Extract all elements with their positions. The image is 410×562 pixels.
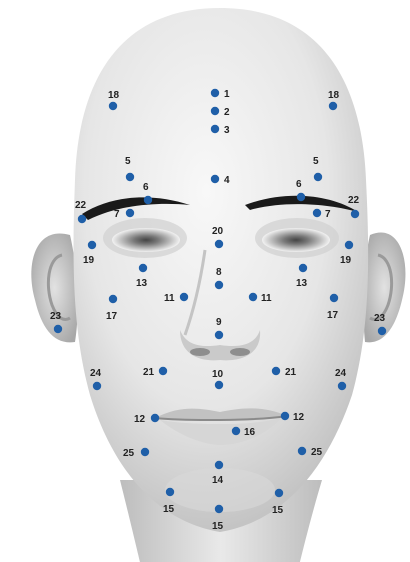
landmark-point-p6r xyxy=(297,193,305,201)
landmark-point-p4 xyxy=(211,175,219,183)
landmark-label-p22r: 22 xyxy=(348,195,360,206)
right-eye xyxy=(262,228,330,252)
landmark-point-p16 xyxy=(232,427,240,435)
landmark-label-p15l: 15 xyxy=(163,504,175,515)
landmark-label-p21r: 21 xyxy=(285,367,297,378)
landmark-label-p17l: 17 xyxy=(106,311,118,322)
landmark-label-p15r: 15 xyxy=(272,505,284,516)
landmark-label-p2: 2 xyxy=(224,107,230,118)
landmark-label-p9: 9 xyxy=(216,317,222,328)
landmark-point-p19r xyxy=(345,241,353,249)
landmark-label-p7l: 7 xyxy=(114,209,120,220)
landmark-label-p25r: 25 xyxy=(311,447,323,458)
landmark-point-p3 xyxy=(211,125,219,133)
landmark-label-p25l: 25 xyxy=(123,448,135,459)
landmark-point-p6l xyxy=(144,196,152,204)
landmark-label-p24r: 24 xyxy=(335,368,347,379)
landmark-label-p19r: 19 xyxy=(340,255,352,266)
landmark-label-p21l: 21 xyxy=(143,367,155,378)
landmark-point-p22l xyxy=(78,215,86,223)
landmark-label-p14: 14 xyxy=(212,475,224,486)
landmark-point-p10 xyxy=(215,381,223,389)
landmark-label-p10: 10 xyxy=(212,369,224,380)
landmark-label-p12r: 12 xyxy=(293,412,305,423)
landmark-label-p12l: 12 xyxy=(134,414,146,425)
landmark-point-p9 xyxy=(215,331,223,339)
landmark-point-p7l xyxy=(126,209,134,217)
landmark-label-p5l: 5 xyxy=(125,156,131,167)
landmark-label-p17r: 17 xyxy=(327,310,339,321)
landmark-point-p5l xyxy=(126,173,134,181)
landmark-point-p24r xyxy=(338,382,346,390)
landmark-label-p24l: 24 xyxy=(90,368,102,379)
landmark-point-p24l xyxy=(93,382,101,390)
landmark-point-p11r xyxy=(249,293,257,301)
right-ear xyxy=(363,232,405,342)
landmark-point-p17l xyxy=(109,295,117,303)
landmark-label-p4: 4 xyxy=(224,175,230,186)
landmark-label-p11l: 11 xyxy=(164,293,175,304)
landmark-point-p20 xyxy=(215,240,223,248)
landmark-point-p18l xyxy=(109,102,117,110)
left-nostril xyxy=(190,348,210,356)
right-nostril xyxy=(230,348,250,356)
landmark-point-p12l xyxy=(151,414,159,422)
landmark-point-p12r xyxy=(281,412,289,420)
landmark-label-p19l: 19 xyxy=(83,255,95,266)
landmark-point-p18r xyxy=(329,102,337,110)
landmark-point-p17r xyxy=(330,294,338,302)
landmark-point-p14 xyxy=(215,461,223,469)
landmark-point-p13r xyxy=(299,264,307,272)
landmark-point-p21r xyxy=(272,367,280,375)
landmark-label-p13r: 13 xyxy=(296,278,308,289)
landmark-point-p15r xyxy=(275,489,283,497)
landmark-label-p18r: 18 xyxy=(328,90,340,101)
landmark-point-p8 xyxy=(215,281,223,289)
landmark-label-p3: 3 xyxy=(224,125,230,136)
landmark-point-p1 xyxy=(211,89,219,97)
landmark-label-p6l: 6 xyxy=(143,182,149,193)
landmark-label-p18l: 18 xyxy=(108,90,120,101)
landmark-point-p23l xyxy=(54,325,62,333)
landmark-label-p13l: 13 xyxy=(136,278,148,289)
landmark-point-p25l xyxy=(141,448,149,456)
landmark-point-p21l xyxy=(159,367,167,375)
landmark-point-p5r xyxy=(314,173,322,181)
landmark-point-p19l xyxy=(88,241,96,249)
landmark-point-p2 xyxy=(211,107,219,115)
landmark-point-p25r xyxy=(298,447,306,455)
landmark-label-p11r: 11 xyxy=(261,293,272,304)
landmark-point-p22r xyxy=(351,210,359,218)
left-eye xyxy=(112,228,180,252)
landmark-label-p22l: 22 xyxy=(75,200,87,211)
landmark-label-p16: 16 xyxy=(244,427,256,438)
landmark-point-p11l xyxy=(180,293,188,301)
landmark-point-p7r xyxy=(313,209,321,217)
landmark-label-p15c: 15 xyxy=(212,521,224,532)
landmark-label-p23r: 23 xyxy=(374,313,386,324)
landmark-label-p20: 20 xyxy=(212,226,224,237)
landmark-label-p5r: 5 xyxy=(313,156,319,167)
landmark-label-p6r: 6 xyxy=(296,179,302,190)
landmark-point-p13l xyxy=(139,264,147,272)
landmark-label-p7r: 7 xyxy=(325,209,331,220)
landmark-label-p1: 1 xyxy=(224,89,230,100)
landmark-point-p23r xyxy=(378,327,386,335)
landmark-point-p15l xyxy=(166,488,174,496)
landmark-label-p23l: 23 xyxy=(50,311,62,322)
landmark-point-p15c xyxy=(215,505,223,513)
left-ear xyxy=(31,233,77,342)
landmark-label-p8: 8 xyxy=(216,267,222,278)
